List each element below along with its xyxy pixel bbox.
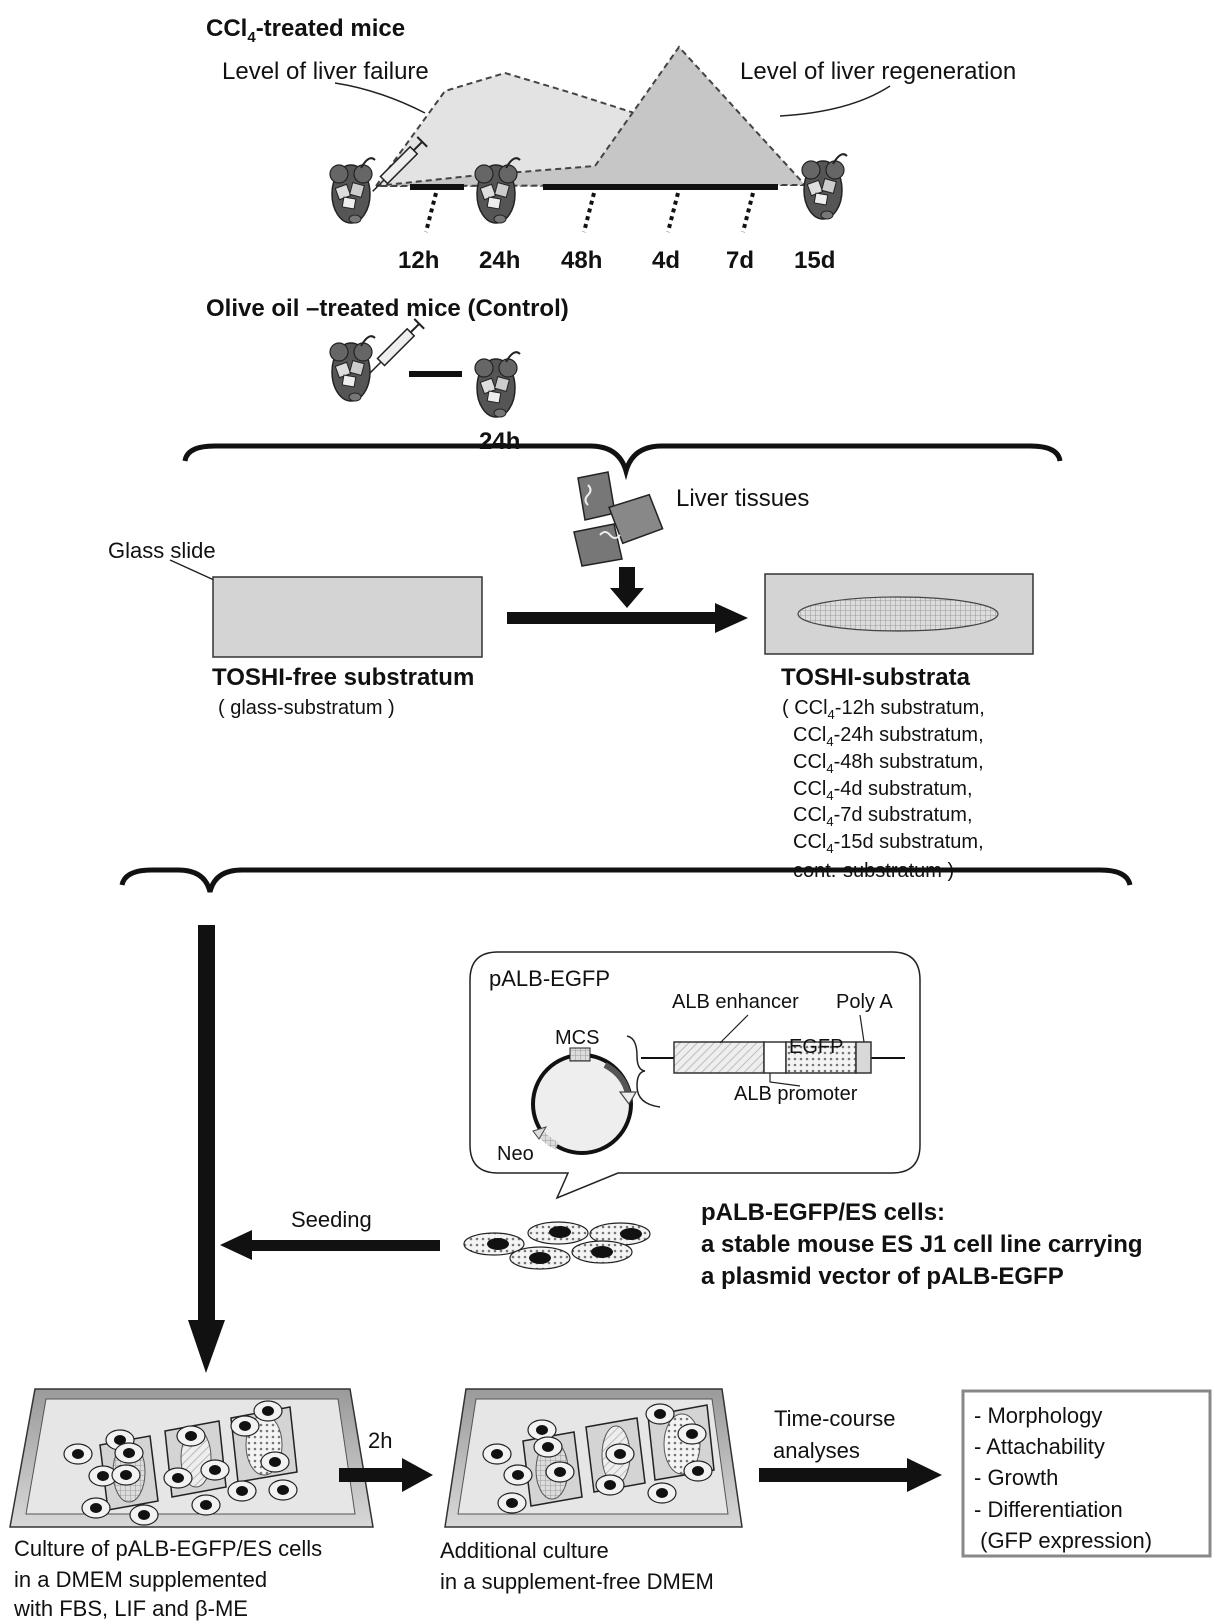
- timepoint-label: 48h: [561, 247, 603, 274]
- culture2-caption: Additional culture: [440, 1538, 609, 1563]
- control-title: Olive oil –treated mice (Control): [206, 295, 569, 322]
- time-course-label: Time-course: [774, 1406, 896, 1431]
- toshi-item: CCl4-48h substratum,: [793, 751, 984, 776]
- toshi-title: TOSHI-substrata: [781, 664, 970, 691]
- analysis-item: - Attachability: [974, 1434, 1105, 1459]
- culture2-caption: in a supplement-free DMEM: [440, 1569, 714, 1594]
- culture1-caption: Culture of pALB-EGFP/ES cells: [14, 1536, 323, 1561]
- poly-a-label: Poly A: [836, 991, 893, 1013]
- time-course-arrow: [759, 1458, 942, 1492]
- analysis-item: - Growth: [974, 1465, 1059, 1490]
- glass-slide: [212, 576, 483, 658]
- right-arrow: [507, 603, 748, 633]
- liver-failure-label: Level of liver failure: [222, 58, 429, 85]
- culture-dish-2: [444, 1388, 743, 1528]
- toshi-free-subtitle: ( glass-substratum ): [218, 697, 395, 719]
- seeding-arrow: [220, 1230, 440, 1260]
- liver-tissue-icon: [573, 471, 664, 567]
- es-cells: [463, 1221, 651, 1270]
- control-timepoint-label: 24h: [479, 428, 521, 455]
- timeline-bars: [410, 184, 778, 190]
- timepoint-label: 15d: [794, 247, 836, 274]
- plasmid-circle: [531, 1047, 638, 1155]
- es-cells-title: pALB-EGFP/ES cells:: [701, 1199, 946, 1226]
- liver-section: [797, 596, 999, 632]
- timepoint-label: 24h: [479, 247, 521, 274]
- liver-regeneration-label: Level of liver regeneration: [740, 58, 1017, 85]
- culture-dish-1: [9, 1388, 374, 1528]
- analysis-item: - Differentiation: [974, 1497, 1123, 1522]
- down-arrow: [610, 567, 644, 608]
- mouse-icon: [474, 157, 521, 224]
- alb-enhancer-pointer: [719, 1014, 749, 1044]
- es-cells-desc: a stable mouse ES J1 cell line carrying: [701, 1231, 1143, 1258]
- mcs-label: MCS: [555, 1027, 600, 1049]
- toshi-free-title: TOSHI-free substratum: [212, 664, 475, 691]
- toshi-item: CCl4-4d substratum,: [793, 778, 973, 803]
- analysis-item: (GFP expression): [974, 1528, 1153, 1553]
- main-flow-line: [198, 925, 215, 1323]
- toshi-item: ( CCl4-12h substratum,: [782, 697, 985, 722]
- main-flow-arrowhead: [188, 1320, 225, 1373]
- control-bar: [409, 371, 462, 377]
- toshi-item: CCl4-24h substratum,: [793, 724, 984, 749]
- timepoint-label: 4d: [652, 247, 681, 274]
- liver-tissues-label: Liver tissues: [676, 485, 810, 512]
- culture1-caption: in a DMEM supplemented: [14, 1567, 268, 1592]
- arrow-2h: [339, 1458, 433, 1492]
- ccl4-title: CCl4-treated mice: [206, 15, 406, 46]
- toshi-item: cont.-substratum ): [793, 860, 955, 882]
- mcs-brace: [626, 1035, 661, 1108]
- poly-a-pointer: [859, 1014, 865, 1043]
- alb-promoter-pointer: [769, 1073, 801, 1087]
- mouse-icon: [329, 157, 376, 224]
- analysis-item: - Morphology: [974, 1403, 1103, 1428]
- time-course-label: analyses: [773, 1438, 860, 1463]
- plasmid-construct: [641, 1041, 905, 1074]
- analyses-box: [961, 1389, 1212, 1558]
- alb-promoter-label: ALB promoter: [734, 1083, 858, 1105]
- egfp-label: EGFP: [789, 1036, 844, 1058]
- toshi-item: CCl4-15d substratum,: [793, 831, 984, 856]
- step-2h-label: 2h: [368, 1428, 393, 1453]
- mouse-icon: [801, 153, 848, 220]
- syringe-icon: [363, 317, 426, 380]
- brace-top: [182, 443, 1063, 481]
- timepoint-label: 7d: [726, 247, 755, 274]
- regeneration-label-pointer: [779, 85, 891, 117]
- failure-label-pointer: [334, 82, 426, 114]
- es-cells-desc: a plasmid vector of pALB-EGFP: [701, 1263, 1064, 1290]
- alb-enhancer-label: ALB enhancer: [672, 991, 799, 1013]
- seeding-label: Seeding: [291, 1207, 372, 1232]
- brace-middle: [119, 867, 1133, 893]
- toshi-item: CCl4-7d substratum,: [793, 804, 973, 829]
- timepoint-ticks: [424, 192, 755, 233]
- plasmid-name: pALB-EGFP: [489, 966, 611, 991]
- neo-label: Neo: [497, 1143, 534, 1165]
- timepoint-label: 12h: [398, 247, 440, 274]
- glass-slide-label: Glass slide: [108, 538, 216, 563]
- culture1-caption: with FBS, LIF and β-ME: [14, 1596, 248, 1621]
- mouse-icon: [329, 335, 376, 402]
- mouse-icon: [474, 351, 521, 418]
